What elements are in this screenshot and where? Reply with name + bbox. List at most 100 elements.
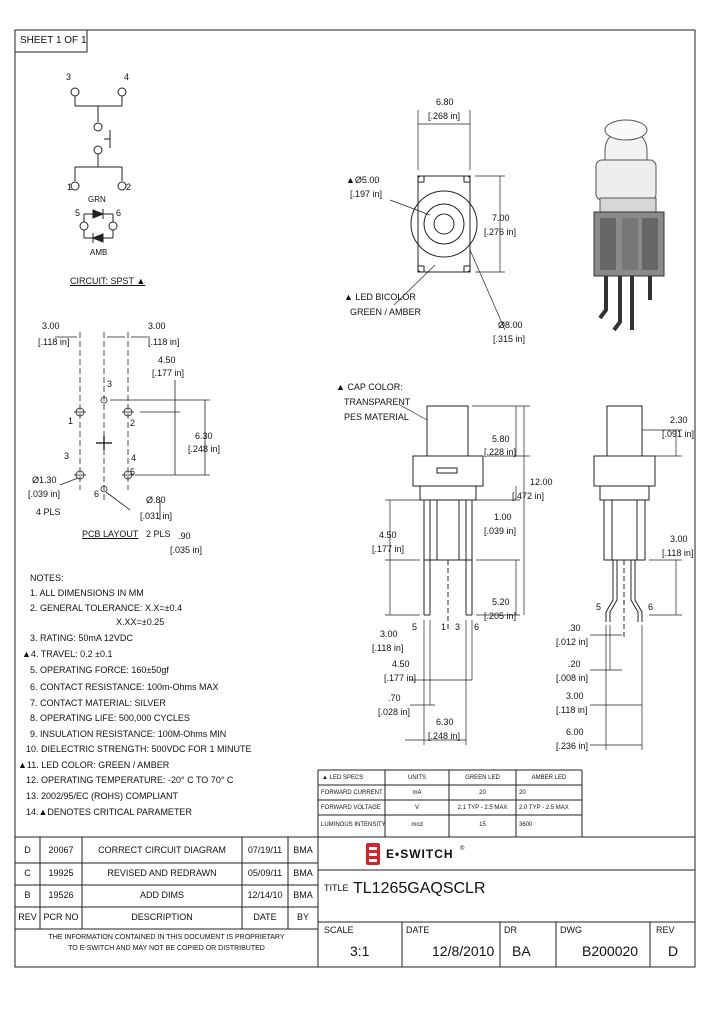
- scale-value: 3:1: [350, 943, 370, 959]
- rev-cell: 05/09/11: [247, 868, 283, 878]
- note-item: 10. DIELECTRIC STRENGTH: 500VDC FOR 1 MI…: [26, 744, 252, 754]
- front-dim-1200-in: [.472 in]: [512, 491, 545, 501]
- rev-cell: REVISED AND REDRAWN: [107, 868, 217, 878]
- front-dim-580: 5.80: [492, 434, 510, 444]
- pcb-dim-080: Ø.80: [146, 495, 166, 505]
- pcb-dim-130-in: [.039 in]: [28, 489, 61, 499]
- scale-label: SCALE: [324, 925, 354, 935]
- note-item: 13. 2002/95/EC (ROHS) COMPLIANT: [26, 791, 179, 801]
- proprietary-line-2: TO E-SWITCH AND MAY NOT BE COPIED OR DIS…: [68, 945, 265, 952]
- side-dim-300-in: [.118 in]: [662, 548, 694, 558]
- side-dim-230-in: [.091 in]: [662, 429, 695, 439]
- front-dim-450b-in: [.177 in]: [384, 673, 417, 683]
- rev-cell: BMA: [293, 868, 313, 878]
- led-table-cell: 3600: [519, 822, 533, 828]
- circuit-grn: GRN: [88, 195, 106, 204]
- rev-cell: 07/19/11: [247, 845, 283, 855]
- dwg-value: B200020: [582, 943, 639, 959]
- top-dim-700: 7.00: [492, 213, 510, 223]
- pcb-dim-300-right: 3.00: [148, 321, 166, 331]
- top-dim-680-in: [.268 in]: [428, 111, 461, 121]
- side-dim-020-in: [.008 in]: [556, 673, 589, 683]
- front-pin-1: 1: [441, 622, 447, 632]
- front-pin-6: 6: [474, 622, 480, 632]
- eswitch-logo: [366, 843, 380, 865]
- top-dim-700-in: [.276 in]: [484, 227, 517, 237]
- front-dim-520-in: [.205 in]: [484, 611, 517, 621]
- title-label: TITLE: [324, 883, 349, 893]
- brand-registered: ®: [460, 846, 465, 852]
- side-dim-600-in: [.236 in]: [556, 741, 589, 751]
- pcb-dim-080-pls: 2 PLS: [146, 529, 171, 539]
- pcb-dim-300-left: 3.00: [42, 321, 60, 331]
- cap-note-1: ▲ CAP COLOR:: [336, 382, 403, 392]
- top-dim-500-in: [.197 in]: [350, 189, 383, 199]
- rev-cell: BMA: [293, 845, 313, 855]
- led-table-cell: V: [414, 805, 419, 811]
- note-item: ▲11. LED COLOR: GREEN / AMBER: [18, 760, 170, 770]
- note-item: 3. RATING: 50mA 12VDC: [30, 633, 133, 643]
- rev-cell: 19526: [48, 890, 74, 900]
- rev-cell: CORRECT CIRCUIT DIAGRAM: [98, 845, 226, 855]
- rev-cell: B: [24, 890, 31, 900]
- rev-cell: C: [24, 868, 31, 878]
- circuit-pin-6: 6: [116, 208, 122, 218]
- front-dim-070: .70: [388, 693, 401, 703]
- led-table-cell: 15: [479, 822, 486, 828]
- pcb-pin-2: 2: [130, 418, 136, 428]
- pcb-dim-450-in: [.177 in]: [152, 368, 185, 378]
- part-title: TL1265GAQSCLR: [353, 880, 486, 897]
- pcb-dim-300-left-in: [.118 in]: [38, 337, 70, 347]
- front-dim-450b: 4.50: [392, 659, 410, 669]
- rev-label: REV: [656, 925, 675, 935]
- note-item: 14.▲DENOTES CRITICAL PARAMETER: [26, 807, 192, 817]
- led-table-cell: 20: [519, 790, 526, 796]
- led-table-cell: LUMINOUS INTENSITY: [321, 822, 386, 828]
- rev-header: REV: [18, 912, 37, 922]
- note-item: ▲4. TRAVEL: 0.2 ±0.1: [22, 649, 113, 659]
- side-dim-030: .30: [568, 623, 581, 633]
- pcb-pin-6: 6: [94, 489, 100, 499]
- rev-cell: BMA: [293, 890, 313, 900]
- circuit-pin-5: 5: [75, 208, 81, 218]
- note-item: 1. ALL DIMENSIONS IN MM: [30, 588, 144, 598]
- front-dim-1200: 12.00: [530, 477, 553, 487]
- front-dim-580-in: [.228 in]: [484, 447, 517, 457]
- note-item: 7. CONTACT MATERIAL: SILVER: [30, 698, 166, 708]
- led-table-header: ▲ LED SPECS: [322, 775, 364, 781]
- led-table-cell: mcd: [411, 822, 423, 828]
- led-table-cell: 2.1 TYP - 2.5 MAX: [457, 805, 508, 811]
- front-dim-450-in: [.177 in]: [372, 544, 405, 554]
- front-pin-5: 5: [412, 622, 418, 632]
- note-item: 9. INSULATION RESISTANCE: 100M-Ohms MIN: [30, 729, 227, 739]
- led-table-header: GREEN LED: [465, 775, 500, 781]
- top-dim-800-in: [.315 in]: [493, 334, 526, 344]
- side-pin-6: 6: [648, 602, 654, 612]
- note-item: 2. GENERAL TOLERANCE: X.X=±0.4: [30, 603, 183, 613]
- side-dim-600: 6.00: [566, 727, 584, 737]
- pcb-caption: PCB LAYOUT: [82, 529, 139, 539]
- led-table-cell: FORWARD CURRENT: [321, 790, 383, 796]
- side-dim-300b: 3.00: [566, 691, 584, 701]
- front-dim-630: 6.30: [436, 717, 454, 727]
- pcb-pin-4: 4: [131, 453, 137, 463]
- date-value: 12/8/2010: [432, 943, 495, 959]
- rev-cell: 12/14/10: [247, 890, 283, 900]
- rev-cell: 19925: [48, 868, 74, 878]
- rev-cell: D: [24, 845, 31, 855]
- note-item: 5. OPERATING FORCE: 160±50gf: [30, 665, 169, 675]
- front-dim-300-in: [.118 in]: [372, 643, 404, 653]
- front-dim-070-in: [.028 in]: [378, 707, 411, 717]
- top-led-note-2: GREEN / AMBER: [350, 307, 422, 317]
- pcb-pin-1: 1: [68, 416, 74, 426]
- note-item: 12. OPERATING TEMPERATURE: -20° C TO 70°…: [26, 775, 234, 785]
- pcb-dim-130: Ø1.30: [32, 475, 57, 485]
- circuit-pin-1: 1: [67, 182, 73, 192]
- pcb-dim-090-in: [.035 in]: [170, 545, 203, 555]
- notes-header: NOTES:: [30, 573, 64, 583]
- front-dim-520: 5.20: [492, 597, 510, 607]
- led-table-cell: mA: [412, 790, 422, 796]
- pcb-dim-080-in: [.031 in]: [140, 511, 173, 521]
- front-dim-300: 3.00: [380, 629, 398, 639]
- rev-cell: ADD DIMS: [139, 890, 184, 900]
